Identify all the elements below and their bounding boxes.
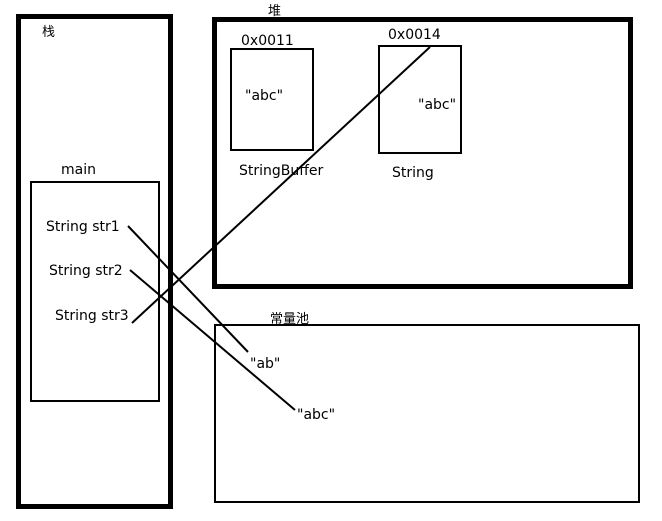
heap-object-type: StringBuffer bbox=[239, 163, 324, 179]
heap-region bbox=[212, 17, 633, 289]
heap-object-type: String bbox=[392, 165, 434, 181]
heap-object-stringbuffer bbox=[230, 48, 314, 151]
heap-title: 堆 bbox=[268, 4, 282, 19]
stack-title: 栈 bbox=[42, 25, 56, 40]
ref-str2-to-abc bbox=[129, 269, 296, 411]
pool-title: 常量池 bbox=[270, 312, 310, 327]
pool-entry-abc: "abc" bbox=[297, 407, 336, 423]
heap-object-address: 0x0014 bbox=[388, 27, 441, 43]
main-frame-title: main bbox=[61, 162, 96, 178]
pool-region bbox=[214, 324, 640, 503]
heap-object-string bbox=[378, 45, 462, 154]
var-str2: String str2 bbox=[49, 263, 123, 279]
stack-region bbox=[16, 14, 173, 509]
main-frame bbox=[30, 181, 160, 402]
heap-object-value: "abc" bbox=[245, 88, 284, 104]
var-str1: String str1 bbox=[46, 219, 120, 235]
pool-entry-ab: "ab" bbox=[250, 356, 281, 372]
ref-str1-to-ab bbox=[127, 225, 249, 353]
heap-object-value: "abc" bbox=[418, 97, 457, 113]
heap-object-address: 0x0011 bbox=[241, 33, 294, 49]
var-str3: String str3 bbox=[55, 308, 129, 324]
ref-str3-to-string bbox=[131, 46, 431, 324]
